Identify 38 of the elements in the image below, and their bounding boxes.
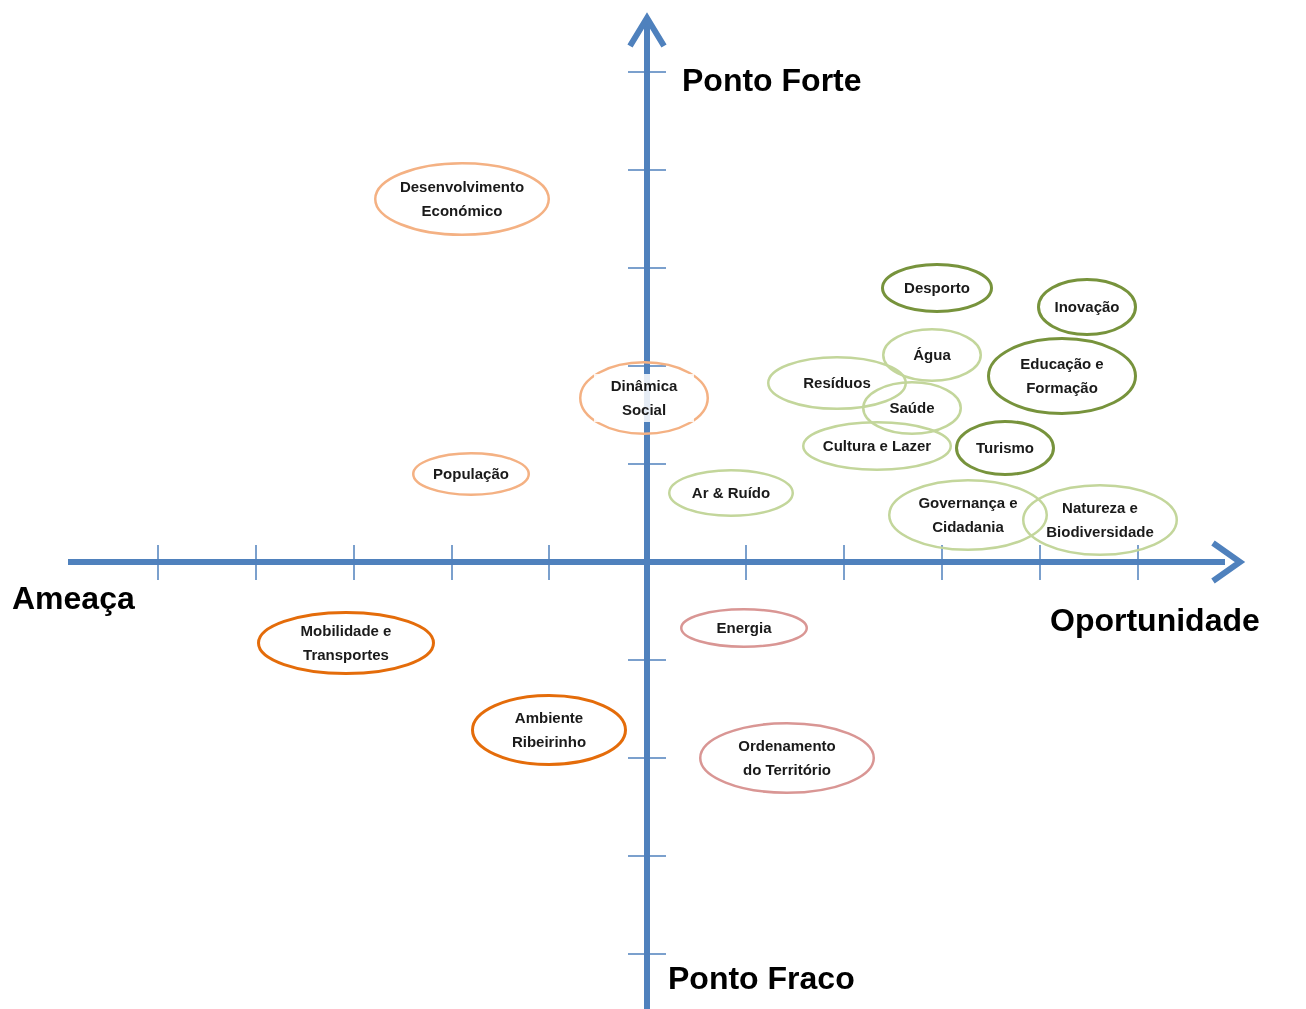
topic-ellipse [412, 452, 530, 496]
topic-label: Ambiente Ribeirinho [510, 708, 588, 752]
topic-label: Cultura e Lazer [822, 436, 932, 456]
topic-ellipse [802, 421, 952, 471]
topic-label: Natureza e Biodiversidade [1045, 498, 1155, 542]
topic-ellipse [699, 722, 875, 794]
axis-label: Ponto Forte [682, 61, 862, 100]
topic-label: Desenvolvimento Económico [398, 177, 526, 221]
topic-label: Resíduos [803, 373, 871, 393]
topic-ellipse [882, 328, 982, 382]
topic-ellipse [374, 162, 550, 236]
axis-label: Oportunidade [1050, 601, 1260, 640]
topic-label: Energia [716, 618, 772, 638]
topic-ellipse [987, 337, 1137, 415]
topic-ellipse [1037, 278, 1137, 336]
topic-label: Turismo [975, 438, 1035, 458]
topic-label: Ar & Ruído [691, 483, 771, 503]
topic-label: Saúde [889, 398, 935, 418]
topic-label: Inovação [1054, 297, 1120, 317]
topic-ellipse [257, 611, 435, 675]
axis-label: Ameaça [12, 579, 135, 618]
topic-ellipse [680, 608, 808, 648]
topic-label: Governança e Cidadania [917, 493, 1019, 537]
topic-ellipse [579, 361, 709, 435]
topic-label: Água [913, 345, 951, 365]
topic-label: Ordenamento do Território [737, 736, 837, 780]
topic-label: Dinâmica Social [594, 374, 694, 422]
topic-ellipse [668, 469, 794, 517]
topic-label: População [433, 464, 509, 484]
topic-ellipse [471, 694, 627, 766]
topic-label: Mobilidade e Transportes [299, 621, 393, 665]
topic-label: Educação e Formação [1019, 354, 1105, 398]
axis-label: Ponto Fraco [668, 959, 855, 998]
topic-ellipse [881, 263, 993, 313]
topic-label: Desporto [904, 278, 970, 298]
topic-ellipse [1022, 484, 1178, 556]
topic-ellipse [888, 479, 1048, 551]
topic-ellipse [955, 420, 1055, 476]
